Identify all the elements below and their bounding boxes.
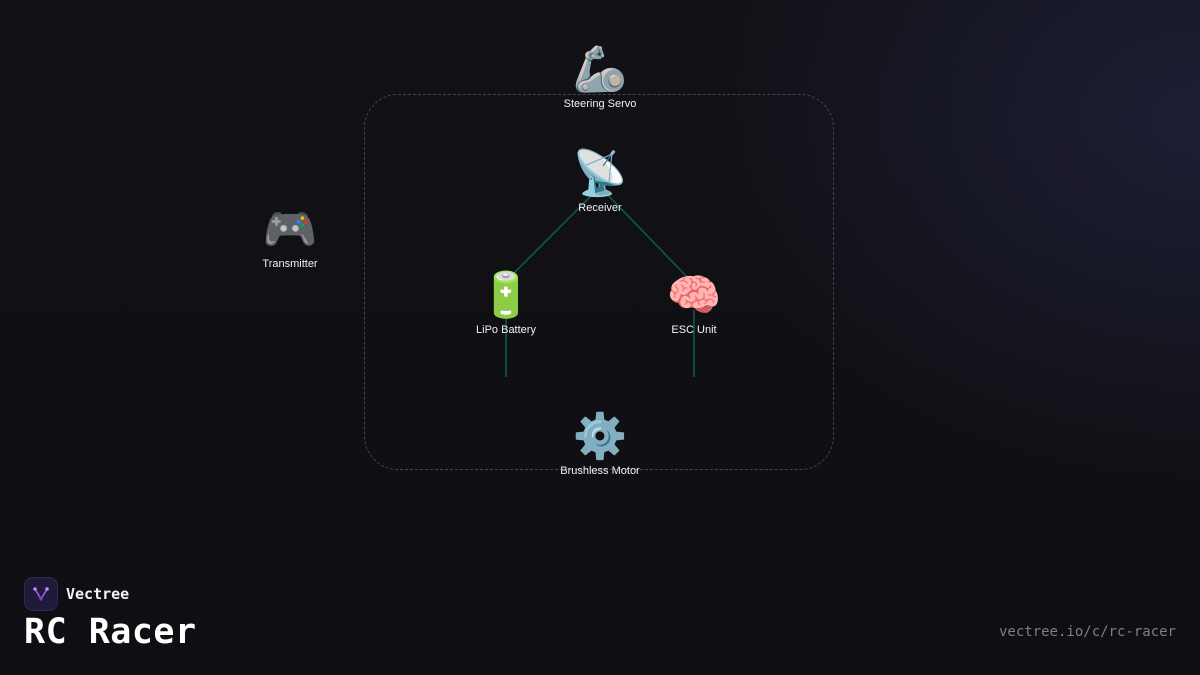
battery-icon: 🔋 — [478, 270, 534, 321]
node-steering-servo[interactable]: 🦾 Steering Servo — [540, 44, 660, 110]
node-label: Transmitter — [262, 258, 318, 270]
node-label: LiPo Battery — [476, 324, 536, 336]
edge-receiver-lipo-battery — [511, 189, 598, 276]
brand-name: Vectree — [66, 585, 130, 603]
game-controller-icon: 🎮 — [262, 204, 318, 255]
node-label: Brushless Motor — [560, 465, 640, 477]
mechanical-arm-icon: 🦾 — [572, 44, 628, 95]
node-label: Steering Servo — [563, 98, 637, 110]
node-brushless-motor[interactable]: ⚙️ Brushless Motor — [540, 411, 660, 477]
brand: Vectree — [24, 577, 129, 611]
node-label: ESC Unit — [671, 324, 717, 336]
gear-icon: ⚙️ — [572, 411, 628, 462]
diagram-title: RC Racer — [24, 612, 197, 652]
vectree-logo-icon — [24, 577, 58, 611]
node-label: Receiver — [578, 202, 622, 214]
satellite-antenna-icon: 📡 — [572, 148, 628, 199]
node-esc-unit[interactable]: 🧠 ESC Unit — [634, 270, 754, 336]
brain-icon: 🧠 — [666, 270, 722, 321]
vehicle-group-boundary — [364, 94, 834, 470]
diagram-url[interactable]: vectree.io/c/rc-racer — [998, 624, 1176, 640]
node-receiver[interactable]: 📡 Receiver — [540, 148, 660, 214]
node-lipo-battery[interactable]: 🔋 LiPo Battery — [446, 270, 566, 336]
node-transmitter[interactable]: 🎮 Transmitter — [230, 204, 350, 270]
edge-receiver-esc-unit — [602, 189, 691, 281]
